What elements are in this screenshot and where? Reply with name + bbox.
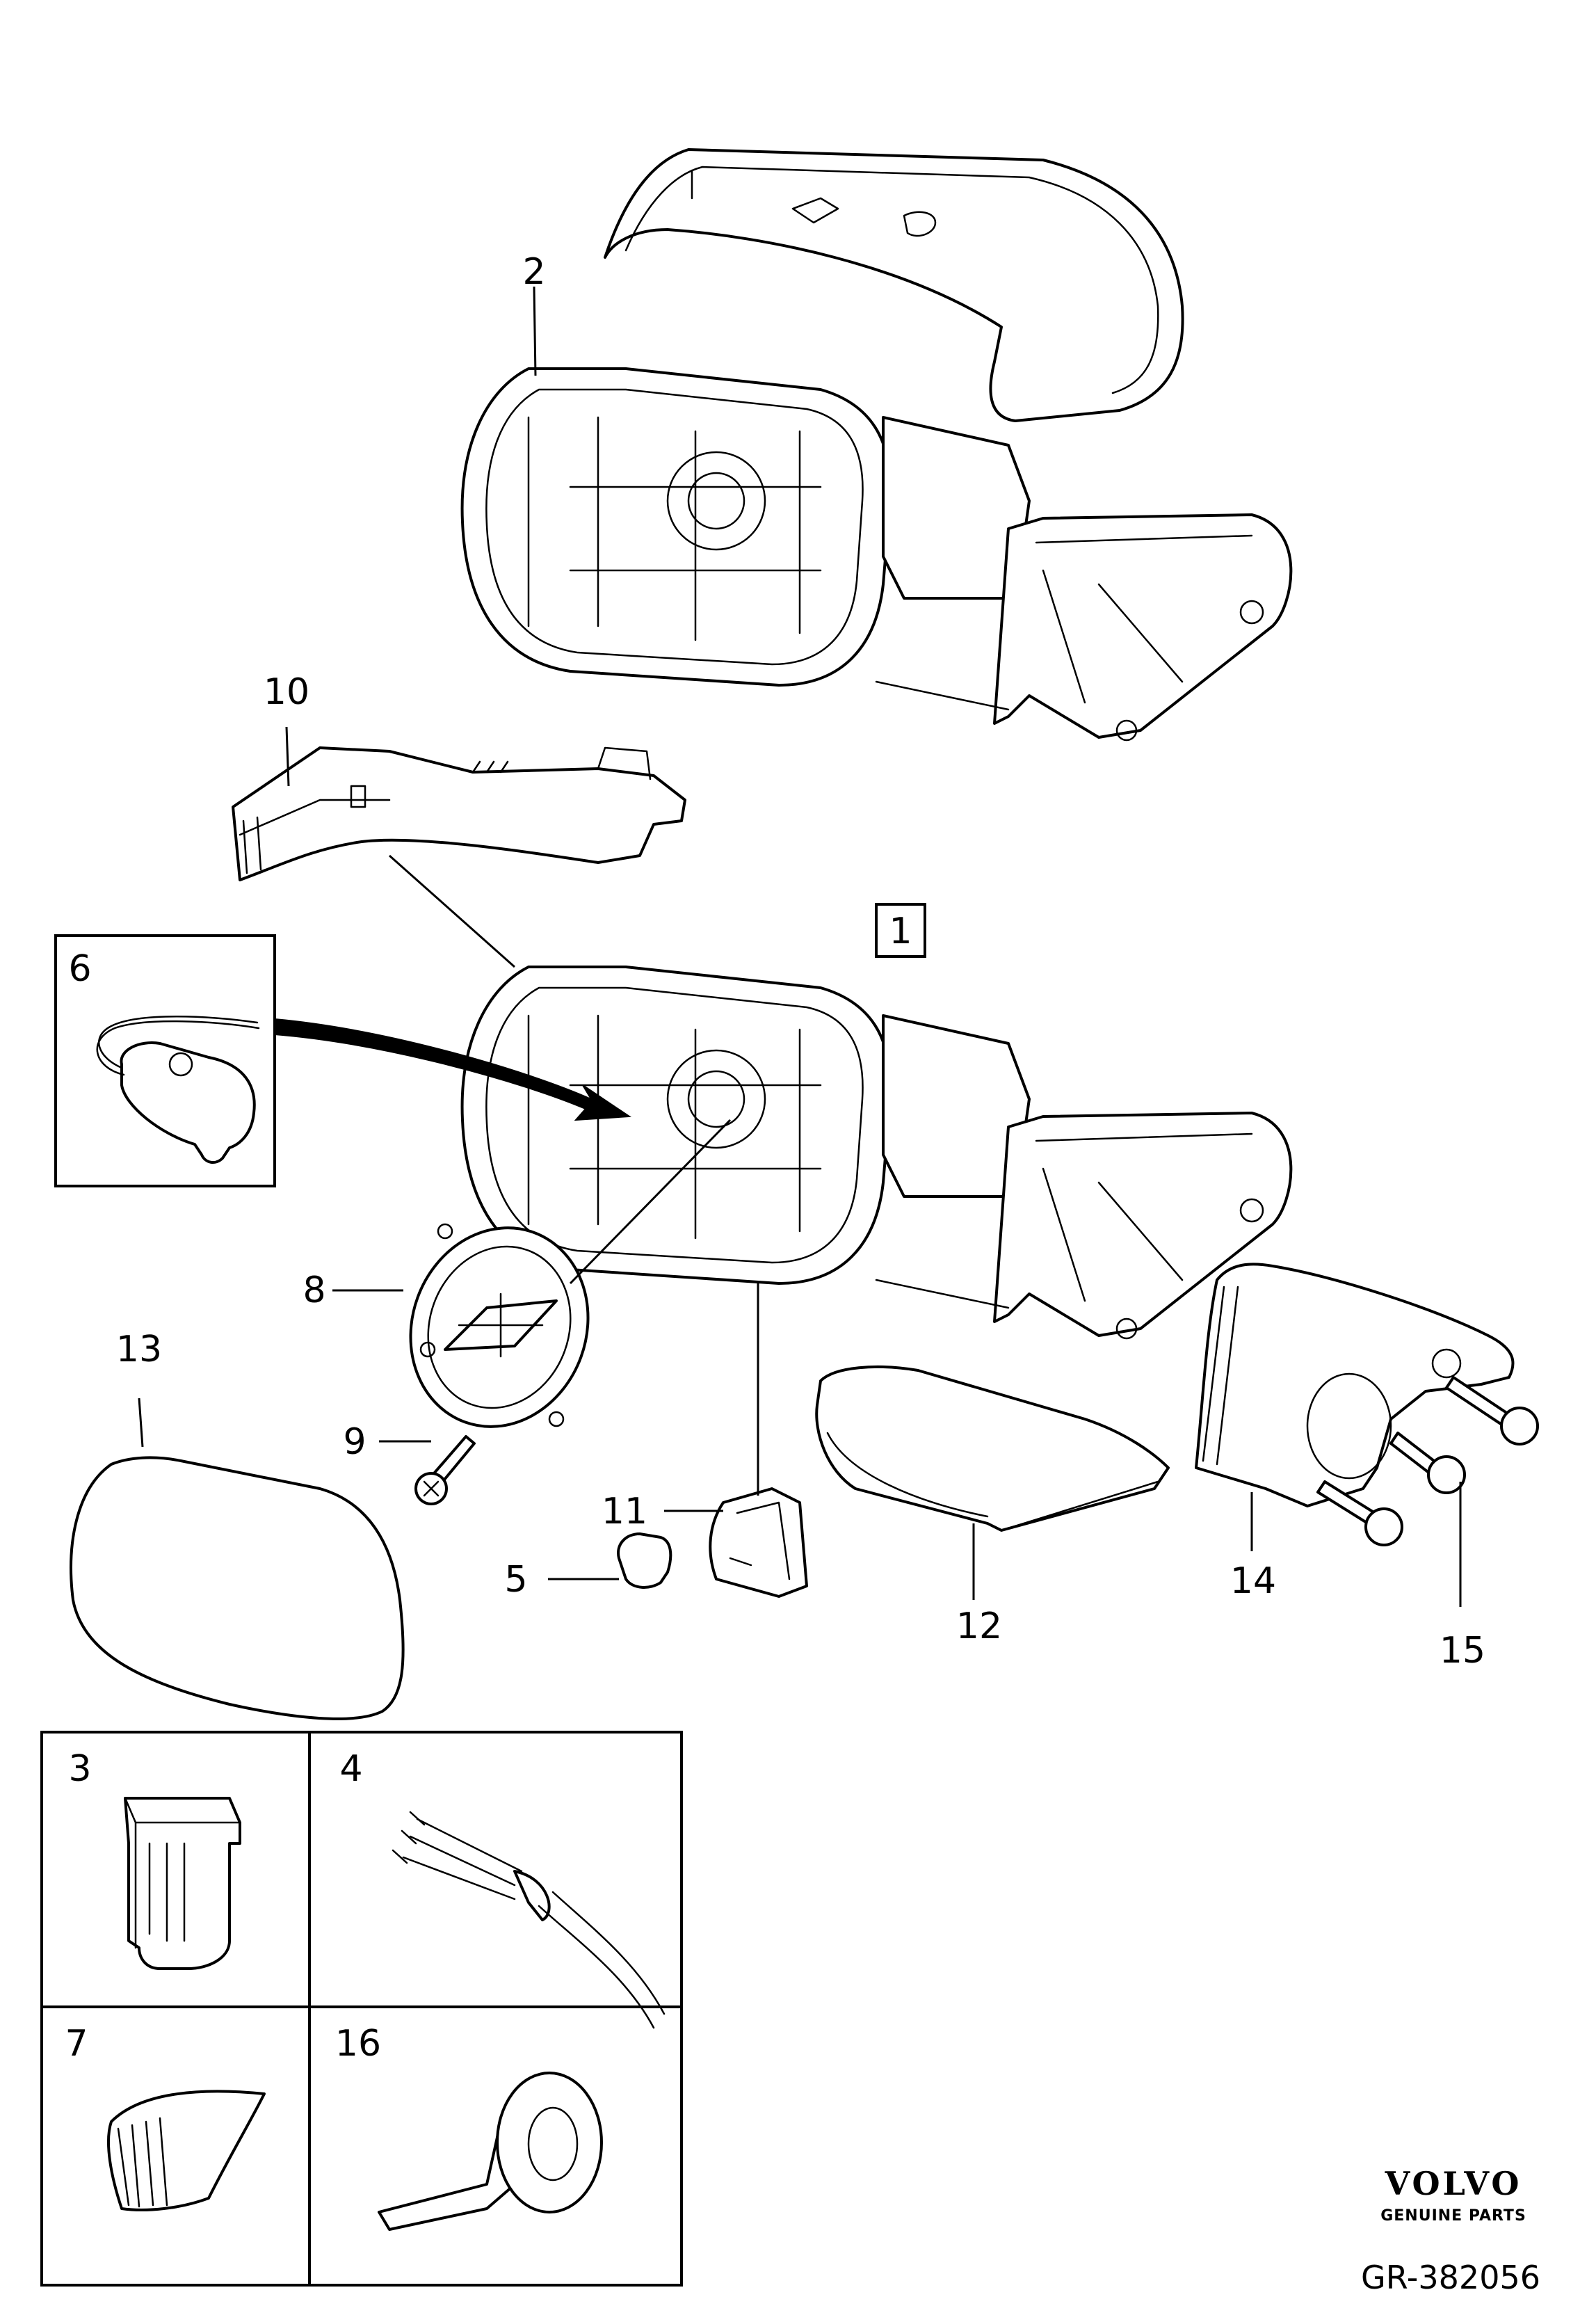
lamp-holder-11 (709, 1487, 808, 1598)
bulb-5 (617, 1532, 672, 1589)
lower-cover-12 (815, 1366, 1170, 1532)
callout-12: 12 (956, 1606, 1002, 1647)
tape-part-16 (378, 2072, 603, 2231)
fuse-part-3 (124, 1797, 241, 1970)
genuine-parts-text: GENUINE PARTS (1380, 2207, 1526, 2225)
callout-4: 4 (339, 1748, 362, 1790)
mirror-motor (409, 1223, 590, 1428)
callout-14: 14 (1230, 1560, 1276, 1602)
callout-6: 6 (68, 948, 91, 990)
callout-3: 3 (68, 1748, 91, 1790)
callout-5: 5 (504, 1559, 527, 1601)
callout-7: 7 (65, 2023, 88, 2065)
pointer-arrow (274, 1018, 631, 1121)
mirror-glass (70, 1456, 405, 1720)
callout-8: 8 (303, 1270, 325, 1311)
screws-15 (1316, 1376, 1539, 1546)
screw-9 (414, 1435, 476, 1505)
pad-part-7 (107, 2090, 266, 2211)
callout-11: 11 (602, 1491, 647, 1532)
callout-2: 2 (522, 251, 545, 293)
callout-13: 13 (116, 1329, 162, 1370)
callout-15: 15 (1440, 1630, 1485, 1672)
leader-lines (138, 286, 1462, 1607)
mirror-bracket-part (232, 746, 686, 881)
callout-10: 10 (264, 671, 309, 713)
volvo-logo-text: VOLVO (1385, 2165, 1522, 2202)
callout-16: 16 (335, 2023, 381, 2065)
inset-box-6 (54, 934, 276, 1187)
mirror-assembly-lower (460, 966, 1293, 1340)
accessory-grid (40, 1731, 683, 2287)
mirror-cover-cap (604, 148, 1184, 422)
reference-number: GR-382056 (1361, 2259, 1540, 2296)
wires-part-4 (392, 1811, 666, 2029)
callout-1: 1 (889, 911, 912, 952)
callout-9: 9 (343, 1421, 366, 1463)
mirror-housing-upper (460, 367, 1293, 742)
callout-box-1 (875, 903, 926, 958)
turn-signal-housing-14 (1195, 1263, 1515, 1507)
